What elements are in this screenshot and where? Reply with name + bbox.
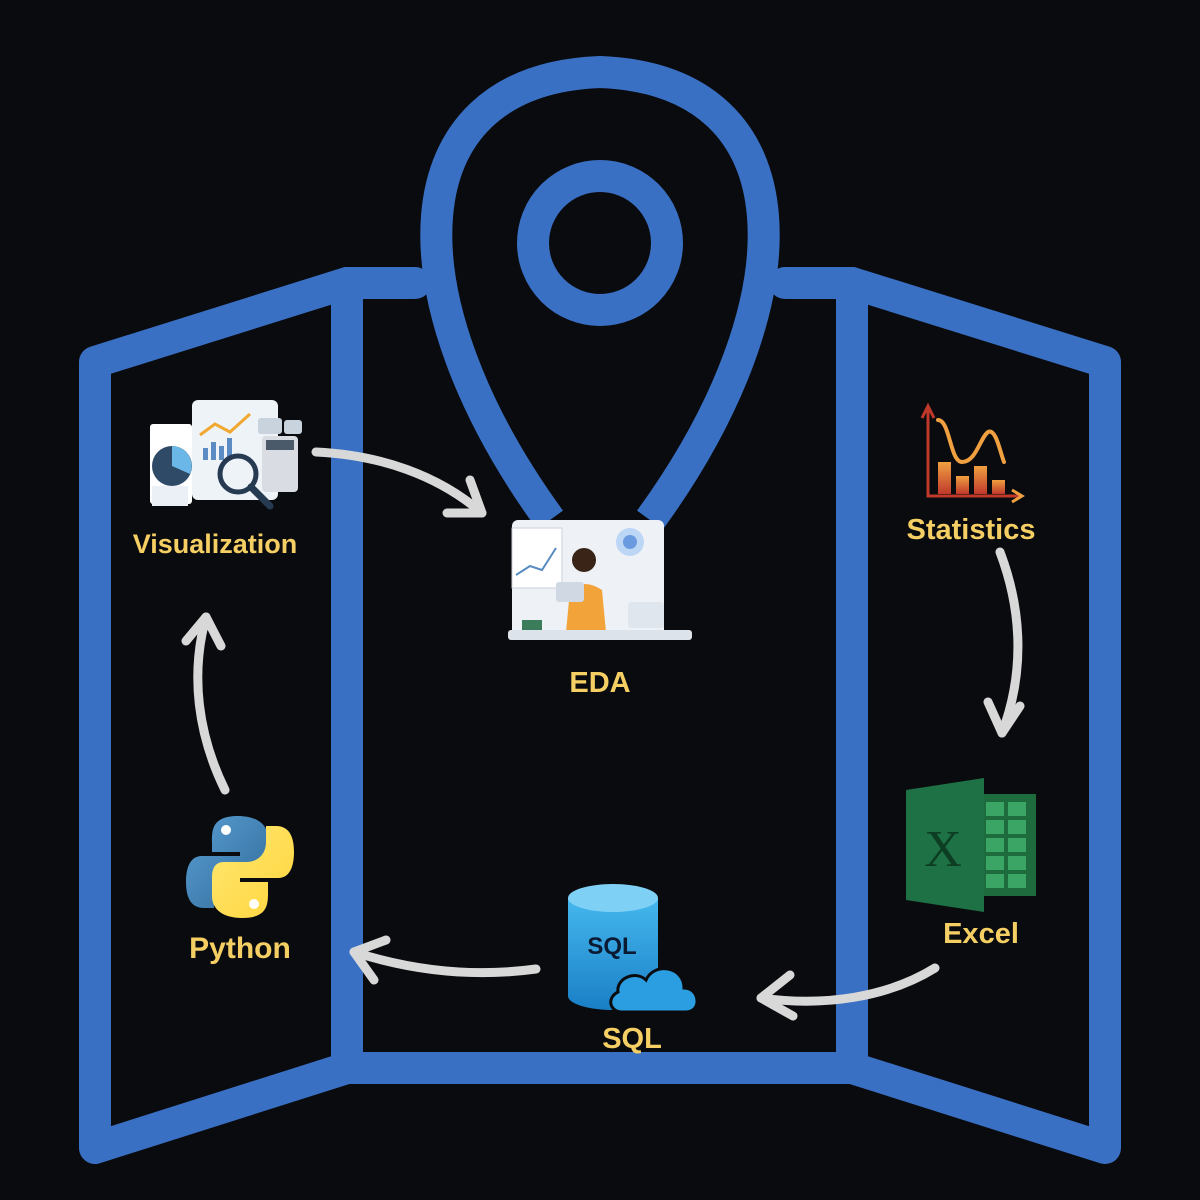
statistics-chart-icon <box>920 402 1025 504</box>
label-eda: EDA <box>569 667 630 699</box>
label-python: Python <box>189 932 291 965</box>
arrow-excel-to-sql <box>756 963 940 1021</box>
label-visualization: Visualization <box>133 529 298 559</box>
arrow-sql-to-python <box>349 935 541 985</box>
map-right-panel <box>836 267 1121 1164</box>
sql-icon-text: SQL <box>587 933 636 960</box>
flow-arrows <box>181 447 1025 1021</box>
location-pin-icon <box>420 56 780 530</box>
arrow-visualization-to-eda <box>311 447 487 518</box>
python-logo-icon <box>186 816 294 918</box>
folded-map-icon <box>79 267 1121 1164</box>
excel-logo-icon: X <box>906 778 1036 912</box>
analyst-at-desk-icon <box>508 520 692 640</box>
label-statistics: Statistics <box>907 514 1036 546</box>
sql-database-cloud-icon: SQL <box>568 884 699 1014</box>
arrow-statistics-to-excel <box>983 547 1025 738</box>
arrow-python-to-visualization <box>181 612 230 795</box>
label-sql: SQL <box>602 1023 662 1055</box>
label-excel: Excel <box>943 918 1019 950</box>
excel-icon-letter: X <box>924 821 962 878</box>
dashboard-magnifier-icon <box>150 400 302 510</box>
map-center-panel <box>331 267 868 1084</box>
